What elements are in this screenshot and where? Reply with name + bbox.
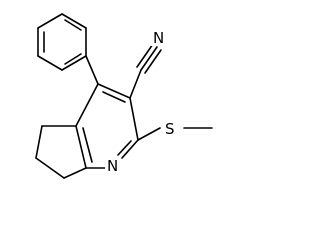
phenyl-bond [37,55,63,71]
phenyl-bond [61,55,87,71]
cyclopentane-bond [35,125,43,159]
nitrile-n-label-bg [151,28,167,46]
carbon-sulfur-bond [137,127,161,141]
phenyl-to-pyridine-bond [85,55,99,85]
phenyl-double-bond [64,19,82,31]
methylthio-group [137,127,213,141]
nitrile-triple-bond [140,46,158,71]
ring-n-label-bg [105,156,121,174]
nitrile-n-label: N [153,29,164,47]
cyclopentane-ring [35,125,87,179]
pyridine-bond [129,97,139,141]
ring-n-label: N [107,157,118,175]
sulfur-label-bg [162,119,178,137]
chemical-structure-canvas: N N S [35,13,213,179]
phenyl-ring [37,13,87,71]
nitrile-group [129,43,162,99]
pyridine-bond [75,125,87,169]
pyridine-bond [75,83,99,127]
pyridine-double-bond [117,140,132,156]
pyridine-bond [97,83,131,99]
phenyl-bond [37,13,63,29]
pyridine-ring [75,83,139,169]
phenyl-bond [61,13,87,29]
phenyl-double-bond [64,53,82,65]
nitrile-triple-bond [136,43,154,68]
pyridine-bond [121,139,139,159]
nitrile-single-bond [129,69,142,99]
cyclopentane-bond [35,157,65,179]
nitrile-triple-bond [144,49,162,74]
pyridine-double-bond [82,127,93,163]
cyclopentane-bond [63,167,87,179]
molecule-diagram: N N S [35,13,213,179]
pyridine-double-bond [102,91,126,103]
sulfur-label: S [165,120,175,138]
